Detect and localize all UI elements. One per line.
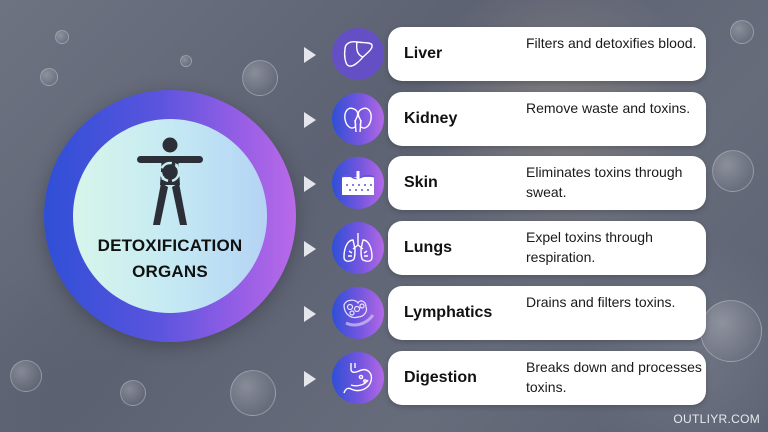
- bubble: [10, 360, 42, 392]
- center-hub: DETOXIFICATION ORGANS: [44, 90, 296, 342]
- bubble: [230, 370, 276, 416]
- organ-card: Skin Eliminates toxins through sweat.: [388, 156, 706, 210]
- organ-card: Lungs Expel toxins through respiration.: [388, 221, 706, 275]
- organ-name: Skin: [404, 174, 438, 191]
- center-title-line2: ORGANS: [132, 262, 208, 281]
- organ-icon-badge: [332, 28, 384, 80]
- organ-card: Kidney Remove waste and toxins.: [388, 92, 706, 146]
- arrow-icon: [304, 306, 316, 322]
- organ-name: Liver: [404, 45, 443, 62]
- organ-description: Breaks down and processes toxins.: [526, 359, 702, 395]
- organ-icon-badge: [332, 287, 384, 339]
- organ-description: Expel toxins through respiration.: [526, 229, 653, 265]
- bubble: [700, 300, 762, 362]
- bubble: [730, 20, 754, 44]
- kidney-icon: [344, 107, 372, 133]
- arrow-icon: [304, 176, 316, 192]
- liver-icon: [343, 41, 373, 67]
- center-hub-inner: DETOXIFICATION ORGANS: [73, 119, 267, 313]
- arrow-icon: [304, 241, 316, 257]
- organ-description: Filters and detoxifies blood.: [526, 35, 697, 51]
- arrow-icon: [304, 112, 316, 128]
- bubble: [55, 30, 69, 44]
- bubble: [180, 55, 192, 67]
- organ-row-kidney: Kidney Remove waste and toxins.: [304, 92, 706, 146]
- center-title-line1: DETOXIFICATION: [97, 236, 243, 255]
- lungs-icon: [343, 233, 373, 262]
- bubble: [120, 380, 146, 406]
- bubble: [242, 60, 278, 96]
- organ-row-lungs: Lungs Expel toxins through respiration.: [304, 221, 706, 275]
- organ-description: Remove waste and toxins.: [526, 100, 691, 116]
- center-title: DETOXIFICATION ORGANS: [73, 233, 267, 285]
- organ-icon-badge: [332, 93, 384, 145]
- organ-description: Drains and filters toxins.: [526, 294, 676, 310]
- organ-icon-badge: [332, 222, 384, 274]
- body-detox-cycle-icon: [137, 137, 203, 225]
- organ-row-digestion: Digestion Breaks down and processes toxi…: [304, 351, 706, 405]
- organ-card: Lymphatics Drains and filters toxins.: [388, 286, 706, 340]
- organ-name: Lymphatics: [404, 304, 493, 321]
- organ-name: Digestion: [404, 369, 477, 386]
- organ-icon-badge: [332, 157, 384, 209]
- lymph-node-icon: [343, 299, 375, 327]
- bubble: [712, 150, 754, 192]
- skin-icon: [341, 171, 375, 195]
- bubble: [40, 68, 58, 86]
- organ-row-lymphatics: Lymphatics Drains and filters toxins.: [304, 286, 706, 340]
- brand-watermark: OUTLIYR.COM: [673, 412, 760, 426]
- organ-card: Liver Filters and detoxifies blood.: [388, 27, 706, 81]
- arrow-icon: [304, 371, 316, 387]
- organ-row-skin: Skin Eliminates toxins through sweat.: [304, 156, 706, 210]
- organ-icon-badge: [332, 352, 384, 404]
- stomach-icon: [343, 363, 373, 394]
- arrow-icon: [304, 47, 316, 63]
- organ-row-liver: Liver Filters and detoxifies blood.: [304, 27, 706, 81]
- organ-name: Kidney: [404, 110, 458, 127]
- organ-description: Eliminates toxins through sweat.: [526, 164, 683, 200]
- organ-card: Digestion Breaks down and processes toxi…: [388, 351, 706, 405]
- organ-name: Lungs: [404, 239, 452, 256]
